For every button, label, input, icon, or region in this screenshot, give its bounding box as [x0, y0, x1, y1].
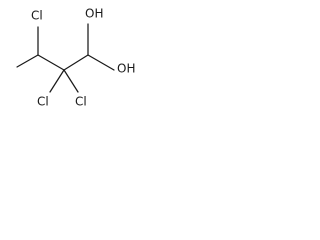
bond-c2-cl-left	[49, 69, 65, 93]
bond-c2-c1	[63, 54, 89, 71]
hydroxyl-label-right: OH	[117, 62, 135, 76]
chlorine-label-top: Cl	[31, 9, 43, 23]
chlorine-label-bottom-left: Cl	[37, 95, 49, 109]
bond-ch3-c3	[16, 54, 39, 68]
hydroxyl-label-top: OH	[85, 7, 103, 21]
bond-c1-oh-right	[87, 54, 115, 71]
bond-c3-c2	[37, 54, 65, 71]
chlorine-label-bottom-right: Cl	[75, 95, 87, 109]
bond-c2-cl-right	[63, 69, 79, 93]
structural-formula: Cl OH OH Cl Cl	[16, 7, 135, 109]
